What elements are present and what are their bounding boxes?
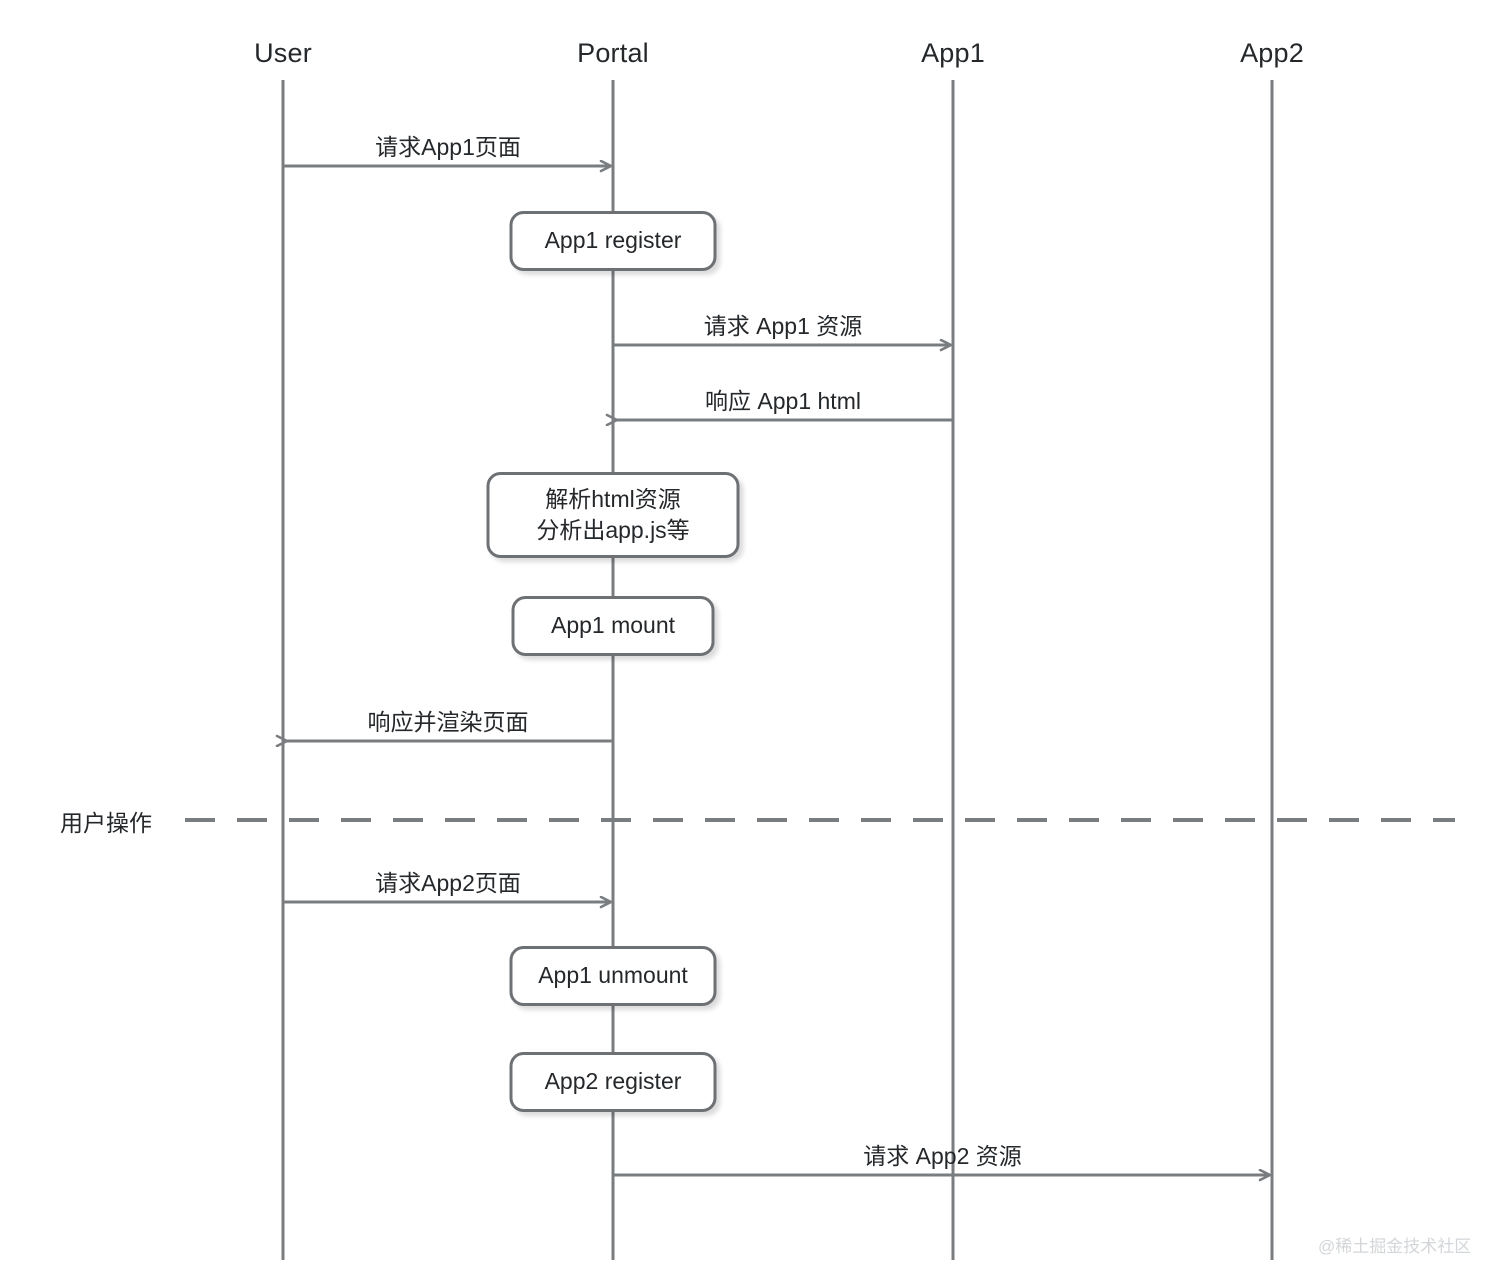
actor-label-app2: App2 <box>1240 38 1304 68</box>
activation-box-text: 分析出app.js等 <box>536 517 690 543</box>
divider-label-user-action-divider: 用户操作 <box>60 810 152 836</box>
activation-box-text: App2 register <box>544 1068 682 1095</box>
activation-box-app1-unmount[interactable]: App1 unmount <box>509 946 717 1006</box>
activation-box-text: App1 mount <box>550 612 676 639</box>
activation-box-app2-register[interactable]: App2 register <box>509 1052 717 1112</box>
arrows-group <box>283 166 1269 1175</box>
activation-box-app1-mount[interactable]: App1 mount <box>511 596 715 656</box>
watermark: @稀土掘金技术社区 <box>1318 1237 1472 1256</box>
message-label-request-app1-resource: 请求 App1 资源 <box>703 313 863 339</box>
actor-label-user: User <box>254 38 312 68</box>
lifelines-group <box>281 80 1274 1260</box>
message-label-request-app2-page: 请求App2页面 <box>375 870 521 896</box>
message-label-response-app1-html: 响应 App1 html <box>705 388 861 414</box>
activation-box-parse-html[interactable]: 解析html资源分析出app.js等 <box>486 472 740 558</box>
message-label-response-render-page: 响应并渲染页面 <box>367 709 529 735</box>
actor-label-app1: App1 <box>921 38 985 68</box>
message-label-request-app2-resource: 请求 App2 资源 <box>863 1143 1022 1169</box>
activation-box-app1-register[interactable]: App1 register <box>509 211 717 271</box>
actor-label-portal: Portal <box>577 38 649 68</box>
activation-box-text: App1 unmount <box>538 962 688 989</box>
activation-box-text: 解析html资源 <box>545 485 681 512</box>
message-label-request-app1-page: 请求App1页面 <box>375 134 521 160</box>
activation-box-text: App1 register <box>544 227 682 254</box>
